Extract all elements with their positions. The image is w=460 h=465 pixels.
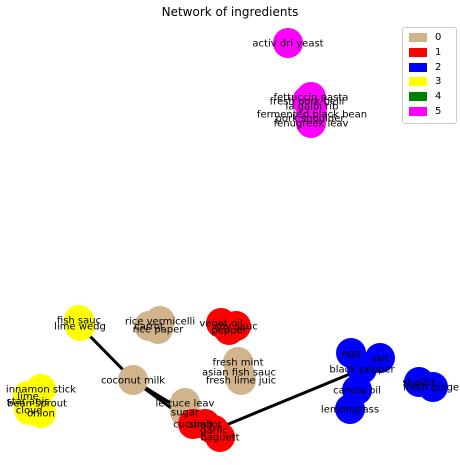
legend-item: 0 xyxy=(409,31,441,44)
node-label: fresh mint xyxy=(212,358,263,369)
node-label: star anis xyxy=(6,397,49,408)
legend-label: 0 xyxy=(435,32,442,43)
node-circle xyxy=(214,315,244,345)
node-circle xyxy=(296,108,326,138)
node-label: lime wedg xyxy=(54,322,106,333)
node-label: shallot xyxy=(402,378,435,389)
node-label: fresh lime juic xyxy=(206,376,276,387)
node-label: asian fish sauc xyxy=(202,368,276,379)
node-label: egg xyxy=(342,349,361,360)
node-label: lemongrass xyxy=(321,405,379,416)
legend-item: 2 xyxy=(409,61,441,74)
node-label: clove xyxy=(16,406,42,417)
node-label: carrot xyxy=(134,322,164,333)
node-label: rice paper xyxy=(133,325,185,336)
node-label: fettuccin pasta xyxy=(274,93,349,104)
legend-swatch xyxy=(409,77,427,87)
legend-item: 5 xyxy=(409,105,441,118)
node-label: pepper xyxy=(211,326,247,337)
node-label: bean sprout xyxy=(7,399,67,410)
node-circle xyxy=(65,311,95,341)
node-label: fresh ginger xyxy=(403,383,460,394)
node-label: lime xyxy=(17,392,38,403)
node-circle xyxy=(205,422,235,452)
legend-label: 4 xyxy=(435,91,442,103)
node-label: salt xyxy=(371,354,389,365)
node-label: canola oil xyxy=(333,386,381,397)
legend-label: 1 xyxy=(435,46,442,58)
legend-swatch xyxy=(409,107,427,116)
node-label: lettuce leav xyxy=(156,399,215,410)
node-label: fish sauc xyxy=(57,316,101,327)
node-label: black pepper xyxy=(329,365,395,376)
node-label: sugar xyxy=(171,408,200,419)
edge xyxy=(213,367,363,432)
node-label: cucumb xyxy=(173,420,213,431)
legend-label: 3 xyxy=(435,76,442,88)
node-layer xyxy=(13,28,448,452)
node-label: fermented black bean xyxy=(257,110,367,121)
node-label: activ dri yeast xyxy=(252,39,323,50)
node-circle xyxy=(273,28,303,58)
node-label: veget oil xyxy=(199,319,242,330)
node-circle xyxy=(143,314,173,344)
legend-item: 1 xyxy=(409,46,441,59)
node-label: fresh pork belli xyxy=(270,97,345,108)
node-label: shallot xyxy=(188,420,221,431)
node-label: la galbi rib xyxy=(286,102,339,113)
node-label: pork shoulder xyxy=(276,114,346,125)
legend: 0 1 2 3 4 5 xyxy=(402,27,457,124)
node-label: fenugreek leav xyxy=(274,119,349,130)
node-label: innamon stick xyxy=(6,385,76,396)
node-label: soy sauc xyxy=(214,322,258,333)
node-circle xyxy=(26,398,56,428)
legend-item: 3 xyxy=(409,75,441,88)
node-circle xyxy=(118,365,148,395)
node-label: garlic xyxy=(200,426,228,437)
legend-item: 4 xyxy=(409,90,441,103)
chart-title: Network of ingredients xyxy=(161,5,299,19)
node-label: rice vermicelli xyxy=(125,317,195,328)
legend-swatch xyxy=(409,47,427,57)
node-circle xyxy=(335,394,365,424)
legend-label: 5 xyxy=(435,106,442,117)
legend-swatch xyxy=(409,62,427,72)
node-label: onion xyxy=(27,409,55,420)
node-circle xyxy=(418,372,448,402)
node-label: coconut milk xyxy=(101,376,165,387)
legend-label: 2 xyxy=(435,61,442,73)
node-label: baguett xyxy=(200,433,239,444)
legend-swatch xyxy=(409,33,427,42)
node-circle xyxy=(226,365,256,395)
legend-swatch xyxy=(409,92,427,102)
